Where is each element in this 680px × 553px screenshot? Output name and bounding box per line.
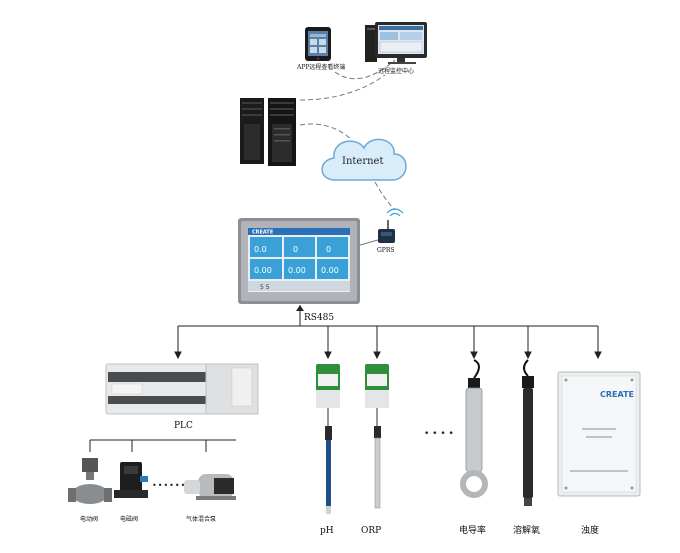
turbidity-analyzer-cabinet (557, 371, 641, 497)
hmi-reading-3: 0 (326, 245, 331, 254)
ph-probe-icon (325, 426, 332, 514)
sensor-ellipsis: • • • • (424, 429, 454, 439)
hmi-brand-label: CREATE (252, 230, 274, 236)
internet-cloud (321, 138, 407, 181)
hmi-reading-6: 0.00 (321, 266, 339, 275)
conductivity-label: 电导率 (459, 524, 486, 536)
plc-label: PLC (174, 421, 193, 431)
rs485-arrow-up (296, 305, 304, 311)
hmi-footer-label: 5 5 (260, 284, 270, 291)
hmi-reading-2: 0 (293, 245, 298, 254)
plc-output-drops (89, 440, 207, 452)
rs485-label: RS485 (304, 313, 334, 323)
orp-probe-icon (374, 426, 381, 509)
desktop-computer-icon (365, 22, 427, 64)
hmi-reading-4: 0.00 (254, 266, 272, 275)
link-hmi-gprs (359, 239, 379, 246)
valve2-label: 电磁阀 (120, 515, 138, 523)
plc-unit (105, 363, 259, 415)
gas-mixing-pump-icon (184, 474, 236, 500)
orp-transmitter-icon (365, 364, 389, 426)
link-internet-gprs (374, 181, 396, 211)
pump-label: 气体混合泵 (186, 515, 216, 523)
tablet-icon (305, 27, 331, 61)
actuator-ellipsis: •••••• (152, 481, 186, 490)
internet-label: Internet (342, 156, 383, 167)
gprs-label: GPRS (377, 247, 394, 254)
link-server-monitor (299, 74, 386, 101)
dissolved-oxygen-probe-icon (522, 359, 534, 506)
bus-drops (174, 326, 602, 360)
hmi-reading-5: 0.00 (288, 266, 306, 275)
link-server-internet (299, 123, 353, 141)
gprs-module-icon (378, 208, 404, 243)
conductivity-probe-icon (460, 359, 488, 498)
valve1-label: 电动阀 (80, 515, 98, 523)
ph-transmitter-icon (316, 364, 340, 426)
monitor-center-label: 远程监控中心 (378, 67, 414, 75)
server-rack-icon (240, 98, 296, 166)
app-terminal-label: APP远程查看终端 (296, 63, 345, 71)
ph-label: pH (320, 526, 334, 536)
hmi-reading-1: 0.0 (254, 245, 267, 254)
solenoid-valve-icon (114, 462, 148, 498)
orp-label: ORP (361, 526, 381, 536)
hmi-touch-panel (238, 218, 360, 304)
do-label: 溶解氧 (513, 524, 540, 536)
link-tablet-monitor (334, 59, 396, 80)
analyzer-brand-label: CREATE (600, 390, 634, 399)
motorized-valve-icon (68, 458, 112, 504)
turbidity-label: 浊度 (581, 524, 599, 536)
